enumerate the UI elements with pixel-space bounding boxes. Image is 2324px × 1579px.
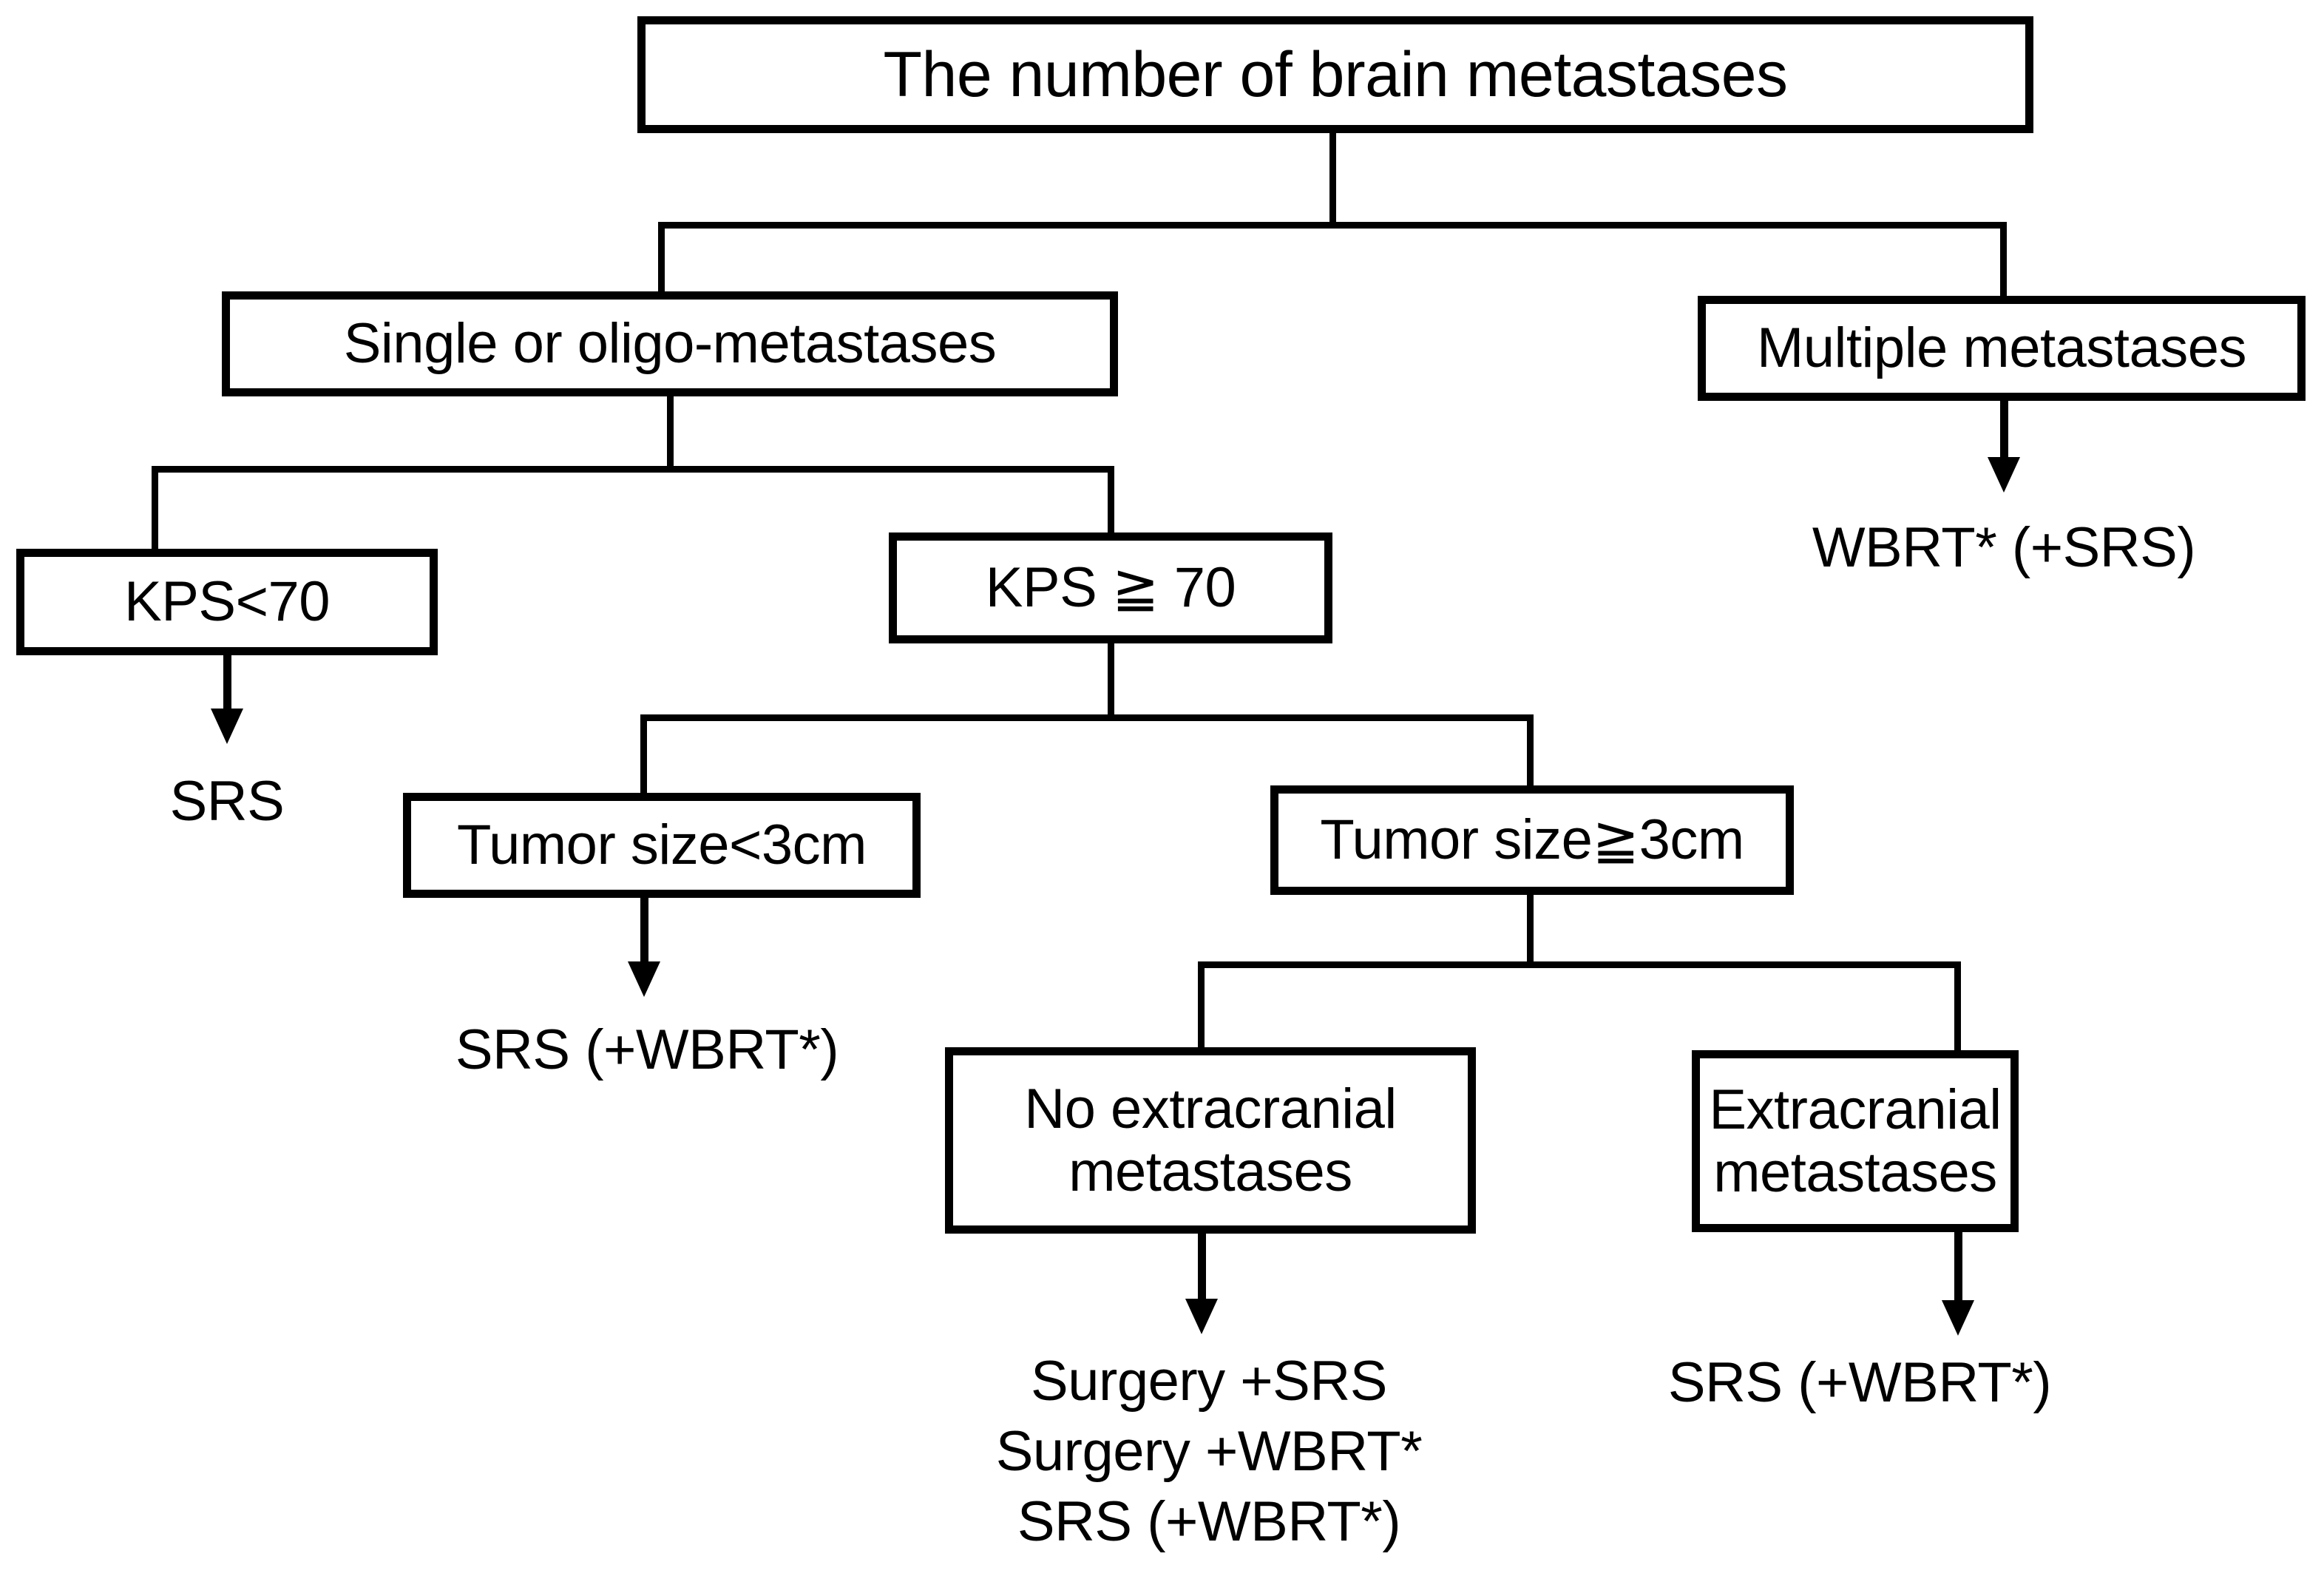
connector-tumor-large-stem — [1527, 895, 1534, 966]
node-root-number-of-brain-metastases: The number of brain metastases — [637, 16, 2033, 133]
connector-tumor-large-bar — [1198, 961, 1961, 968]
node-tumor-size-greater-equal-3cm: Tumor size≧3cm — [1270, 785, 1794, 895]
node-extracranial-metastases: Extracranial metastases — [1692, 1050, 2019, 1232]
outcome-no-extracranial-metastases: Surgery +SRS Surgery +WBRT* SRS (+WBRT*) — [995, 1350, 1423, 1553]
connector-kps-high-to-tumor-large — [1527, 714, 1534, 787]
connector-root-to-multiple — [2000, 222, 2007, 299]
node-kps-less-than-70: KPS<70 — [16, 549, 438, 655]
connector-kps-high-bar — [640, 714, 1534, 721]
connector-kps-high-to-tumor-small — [640, 714, 647, 794]
connector-root-to-single — [658, 222, 665, 293]
connector-tumor-large-to-extracranial — [1954, 961, 1961, 1052]
connector-single-bar — [152, 466, 1114, 473]
connector-root-stem — [1329, 133, 1336, 228]
node-no-extracranial-metastases: No extracranial metastases — [945, 1047, 1476, 1234]
node-tumor-size-less-than-3cm: Tumor size<3cm — [403, 793, 921, 898]
connector-tumor-large-to-no-extracranial — [1198, 961, 1205, 1049]
outcome-multiple-metastases: WBRT* (+SRS) — [1812, 516, 2196, 579]
connector-kps-high-stem — [1108, 643, 1114, 719]
connector-single-to-kps-high — [1108, 466, 1114, 534]
node-kps-greater-equal-70: KPS ≧ 70 — [889, 532, 1332, 643]
node-multiple-metastases: Multiple metastases — [1698, 296, 2306, 401]
connector-root-bar — [658, 222, 2007, 229]
connector-single-stem — [667, 396, 674, 470]
outcome-kps-less-than-70: SRS — [169, 770, 285, 833]
node-single-or-oligo-metastases: Single or oligo-metastases — [222, 291, 1118, 396]
connector-single-to-kps-low — [152, 466, 158, 550]
outcome-extracranial-metastases: SRS (+WBRT*) — [1667, 1351, 2052, 1414]
outcome-tumor-size-less-than-3cm: SRS (+WBRT*) — [455, 1018, 839, 1081]
